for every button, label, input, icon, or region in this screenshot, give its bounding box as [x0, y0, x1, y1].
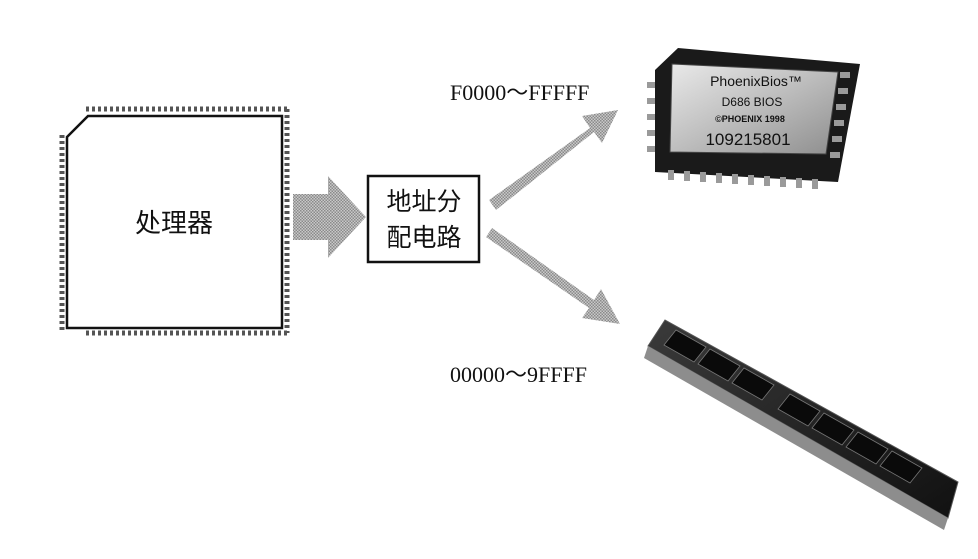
bios-chip-pins: [647, 72, 850, 189]
decoder-label-line2: 配电路: [386, 223, 461, 252]
bios-chip-line2: D686 BIOS: [722, 95, 783, 109]
processor-label: 处理器: [135, 209, 213, 239]
bios-chip-line3: ©PHOENIX 1998: [715, 114, 785, 124]
arrow-to-ram: [486, 228, 620, 324]
bios-address-range: F0000～FFFFF: [450, 80, 589, 105]
arrow-to-decoder: [293, 176, 366, 258]
processor-pins: [59, 106, 290, 336]
ram-chips: [663, 329, 923, 484]
processor-chip: 处理器: [59, 106, 290, 336]
ram-contacts: [644, 346, 948, 530]
arrow-to-bios: [489, 110, 618, 210]
ram-address-range: 00000～9FFFF: [450, 362, 587, 387]
bios-chip: PhoenixBios™ D686 BIOS ©PHOENIX 1998 109…: [647, 48, 860, 189]
bios-chip-line4: 109215801: [705, 130, 790, 149]
processor-body: [65, 114, 284, 330]
decoder-label-line1: 地址分: [386, 187, 461, 216]
bios-chip-line1: PhoenixBios™: [710, 73, 802, 89]
ram-module: [644, 319, 959, 530]
address-decoder-box: 地址分 配电路: [366, 174, 481, 264]
